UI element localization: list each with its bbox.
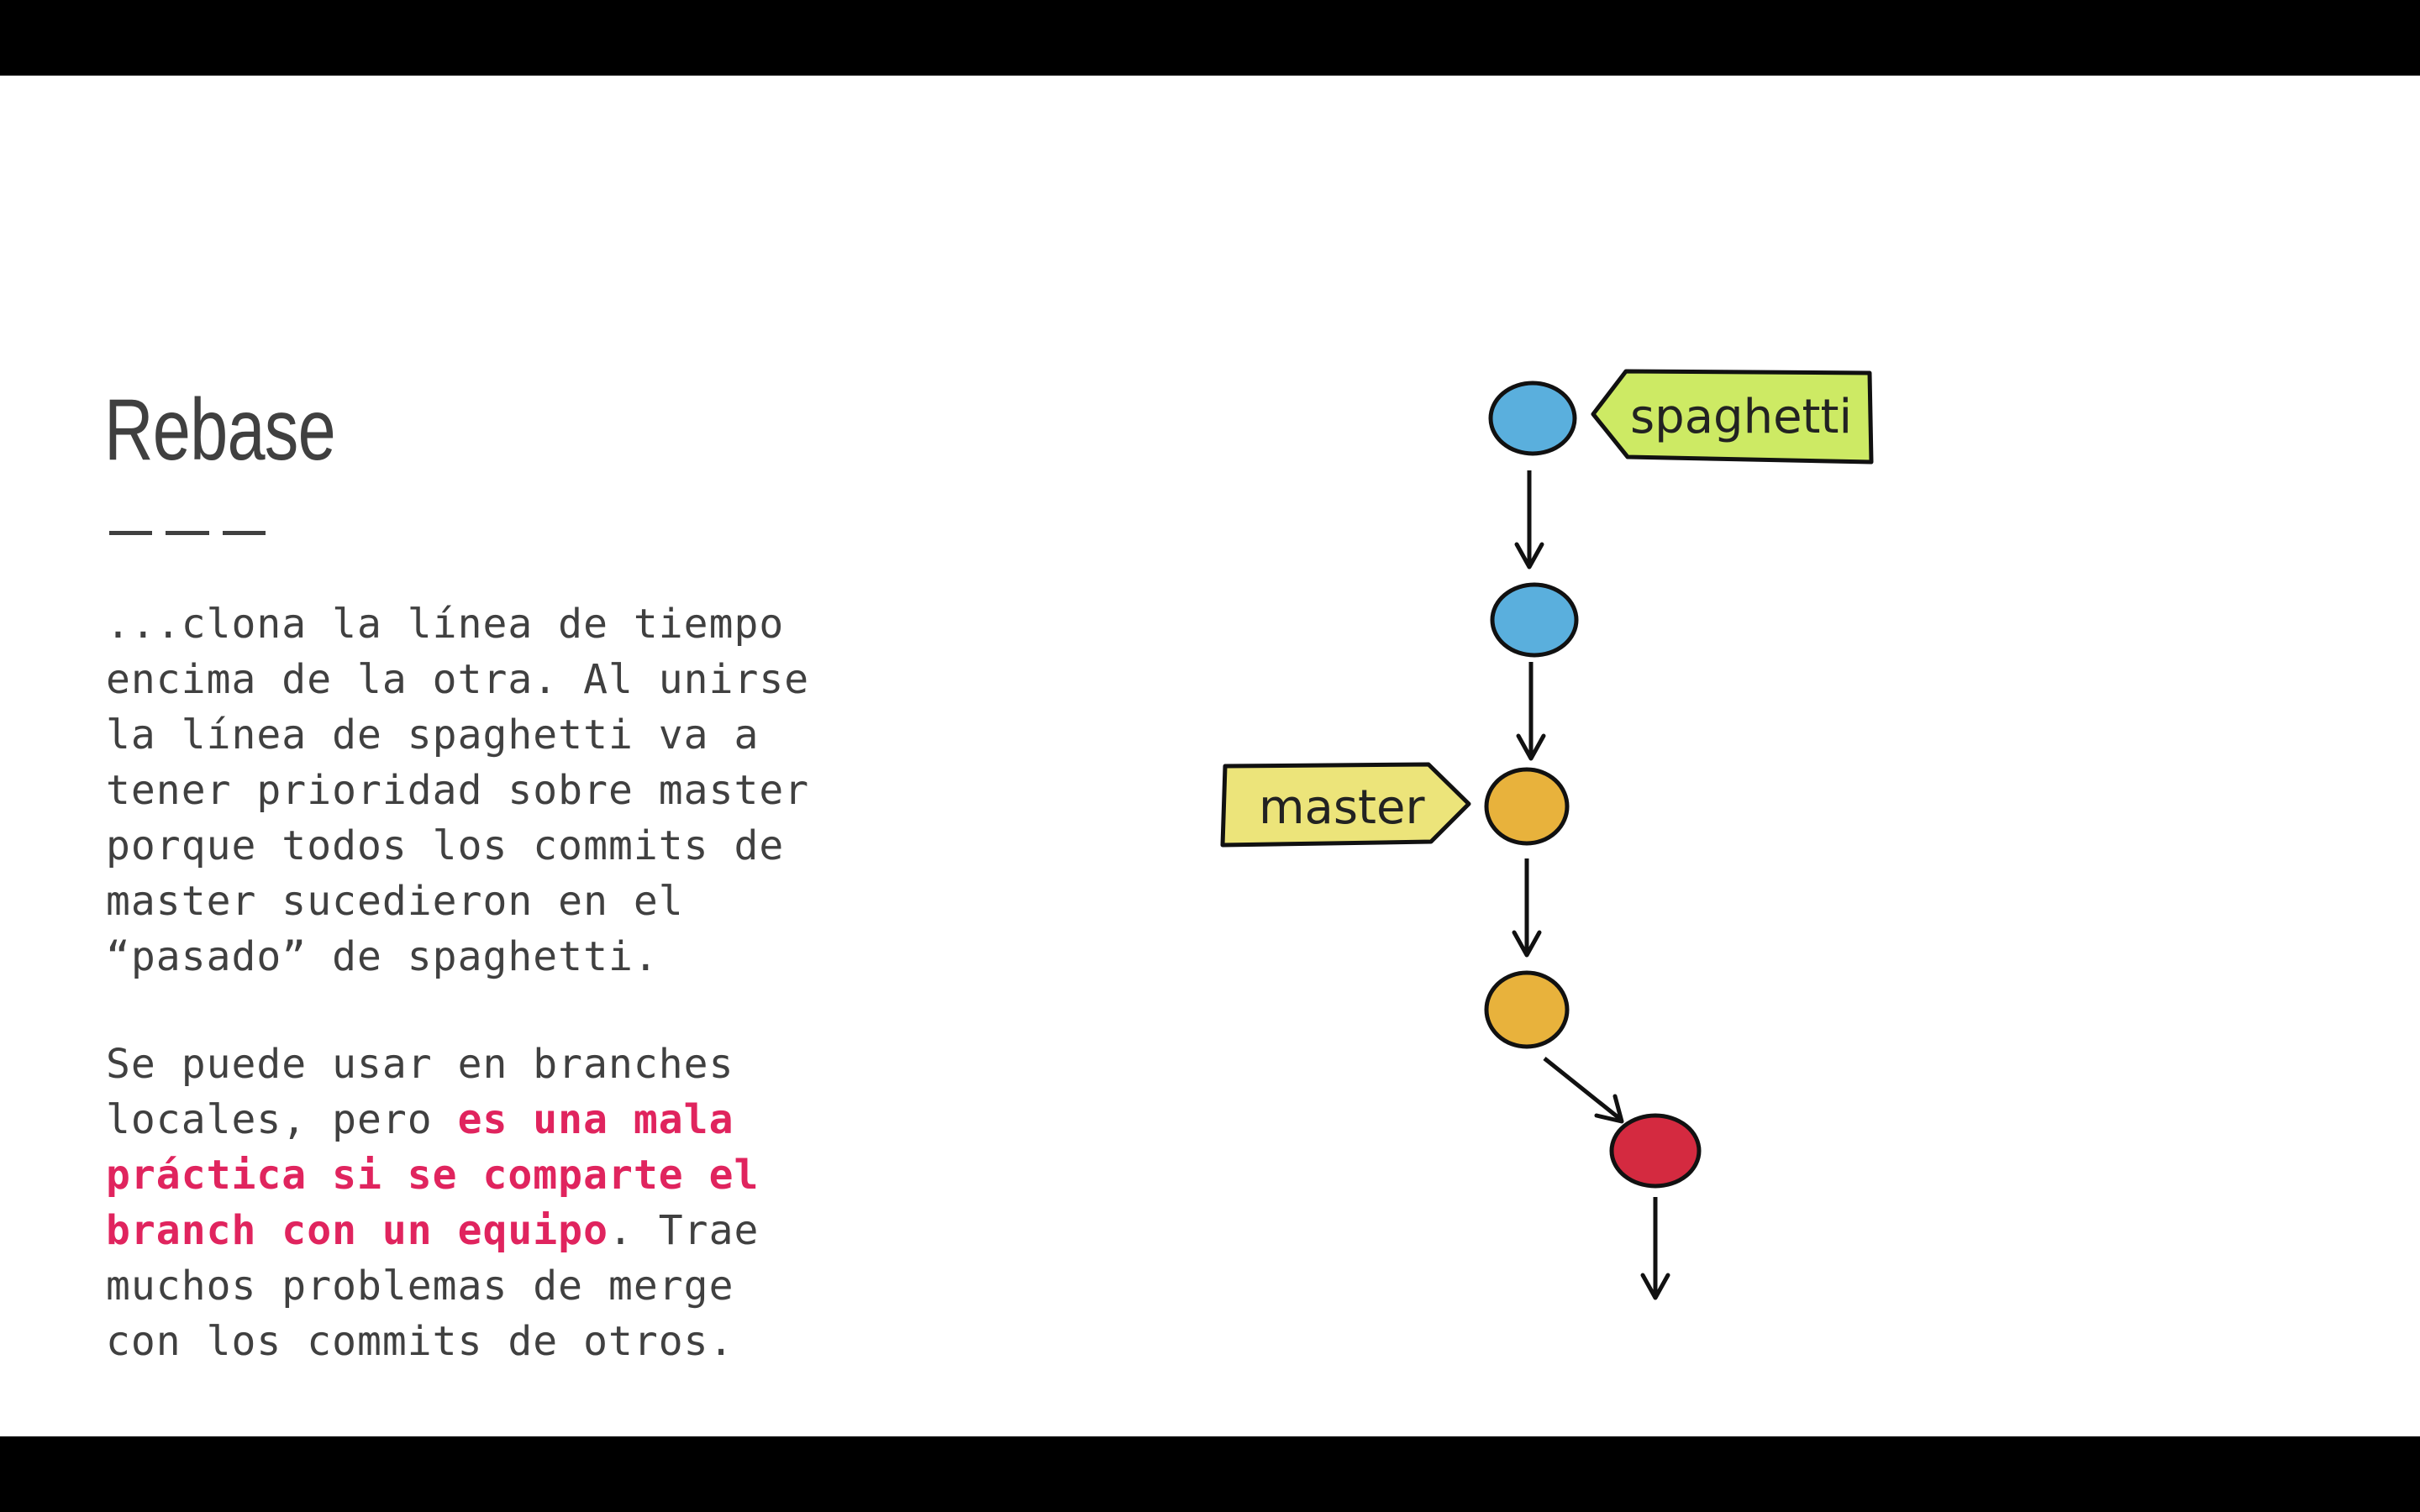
arrow-4: [1543, 1057, 1622, 1121]
master-tag-label: master: [1259, 780, 1425, 835]
slide-title: Rebase: [104, 381, 336, 479]
title-underline: [109, 531, 266, 536]
paragraph-2-highlight: es una mala práctica si se comparte el b…: [106, 1096, 760, 1254]
slide: Rebase ...clona la línea de tiempo encim…: [0, 76, 2420, 1436]
spaghetti-tag-label: spaghetti: [1630, 390, 1852, 444]
body-paragraph-2: Se puede usar en branches locales, pero …: [106, 1037, 812, 1369]
rebase-diagram: spaghetti master: [1220, 369, 1874, 1300]
body-paragraph-1: ...clona la línea de tiempo encima de la…: [106, 601, 810, 980]
spaghetti-branch-tag: spaghetti: [1591, 369, 1874, 465]
commit-master-1: [1484, 767, 1570, 846]
master-branch-tag: master: [1220, 762, 1471, 848]
commit-spaghetti-1: [1488, 381, 1577, 456]
paragraph-2-end: . Trae muchos problemas de merge con los…: [106, 1207, 760, 1365]
commit-new: [1609, 1113, 1702, 1189]
slide-body: ...clona la línea de tiempo encima de la…: [106, 596, 812, 1369]
commit-spaghetti-2: [1490, 582, 1579, 658]
paragraph-2-start: Se puede usar en branches locales, pero: [106, 1041, 734, 1143]
commit-master-2: [1484, 970, 1570, 1049]
